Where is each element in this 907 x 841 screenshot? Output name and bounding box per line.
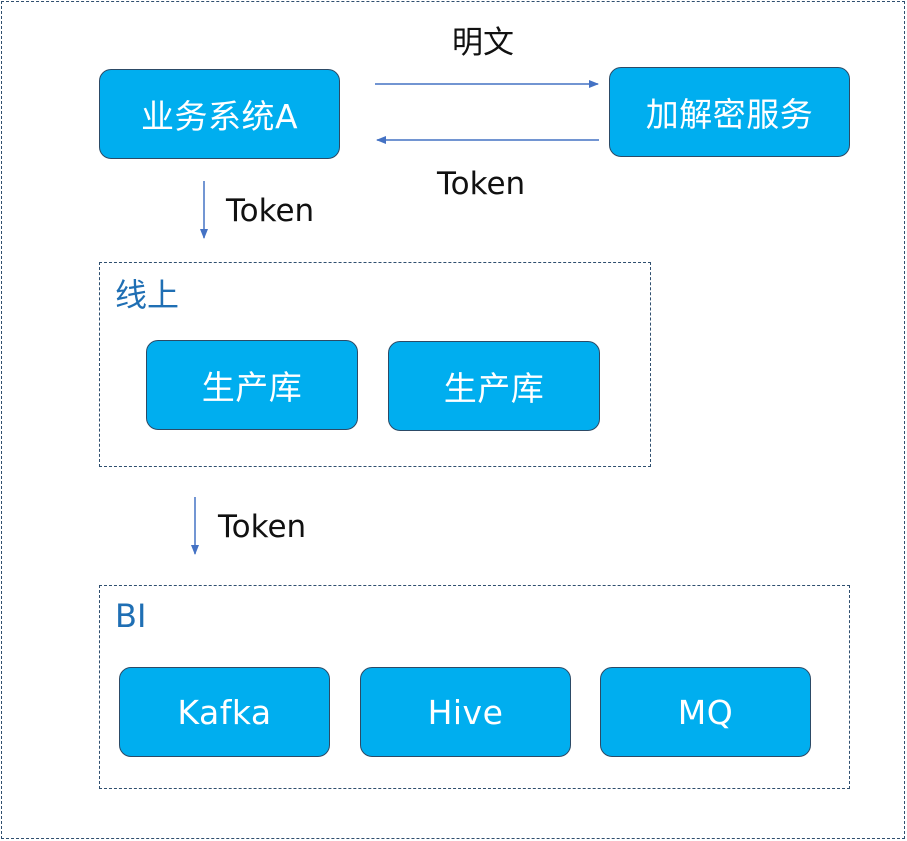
online-group [99, 262, 651, 467]
plaintext-label: 明文 [452, 25, 514, 61]
kafka-node: Kafka [119, 667, 330, 757]
token-to-bi-label: Token [218, 509, 307, 545]
token-return-label: Token [437, 166, 526, 202]
mq-node: MQ [600, 667, 811, 757]
prod-db-node-1: 生产库 [146, 340, 358, 430]
online-group-label: 线上 [115, 276, 180, 314]
bi-group [99, 585, 850, 789]
bi-group-label: BI [115, 597, 147, 635]
hive-node: Hive [360, 667, 571, 757]
prod-db-node-2: 生产库 [388, 341, 600, 431]
system-a-node: 业务系统A [99, 69, 340, 159]
crypto-service-node: 加解密服务 [609, 67, 850, 157]
token-to-online-label: Token [226, 193, 315, 229]
